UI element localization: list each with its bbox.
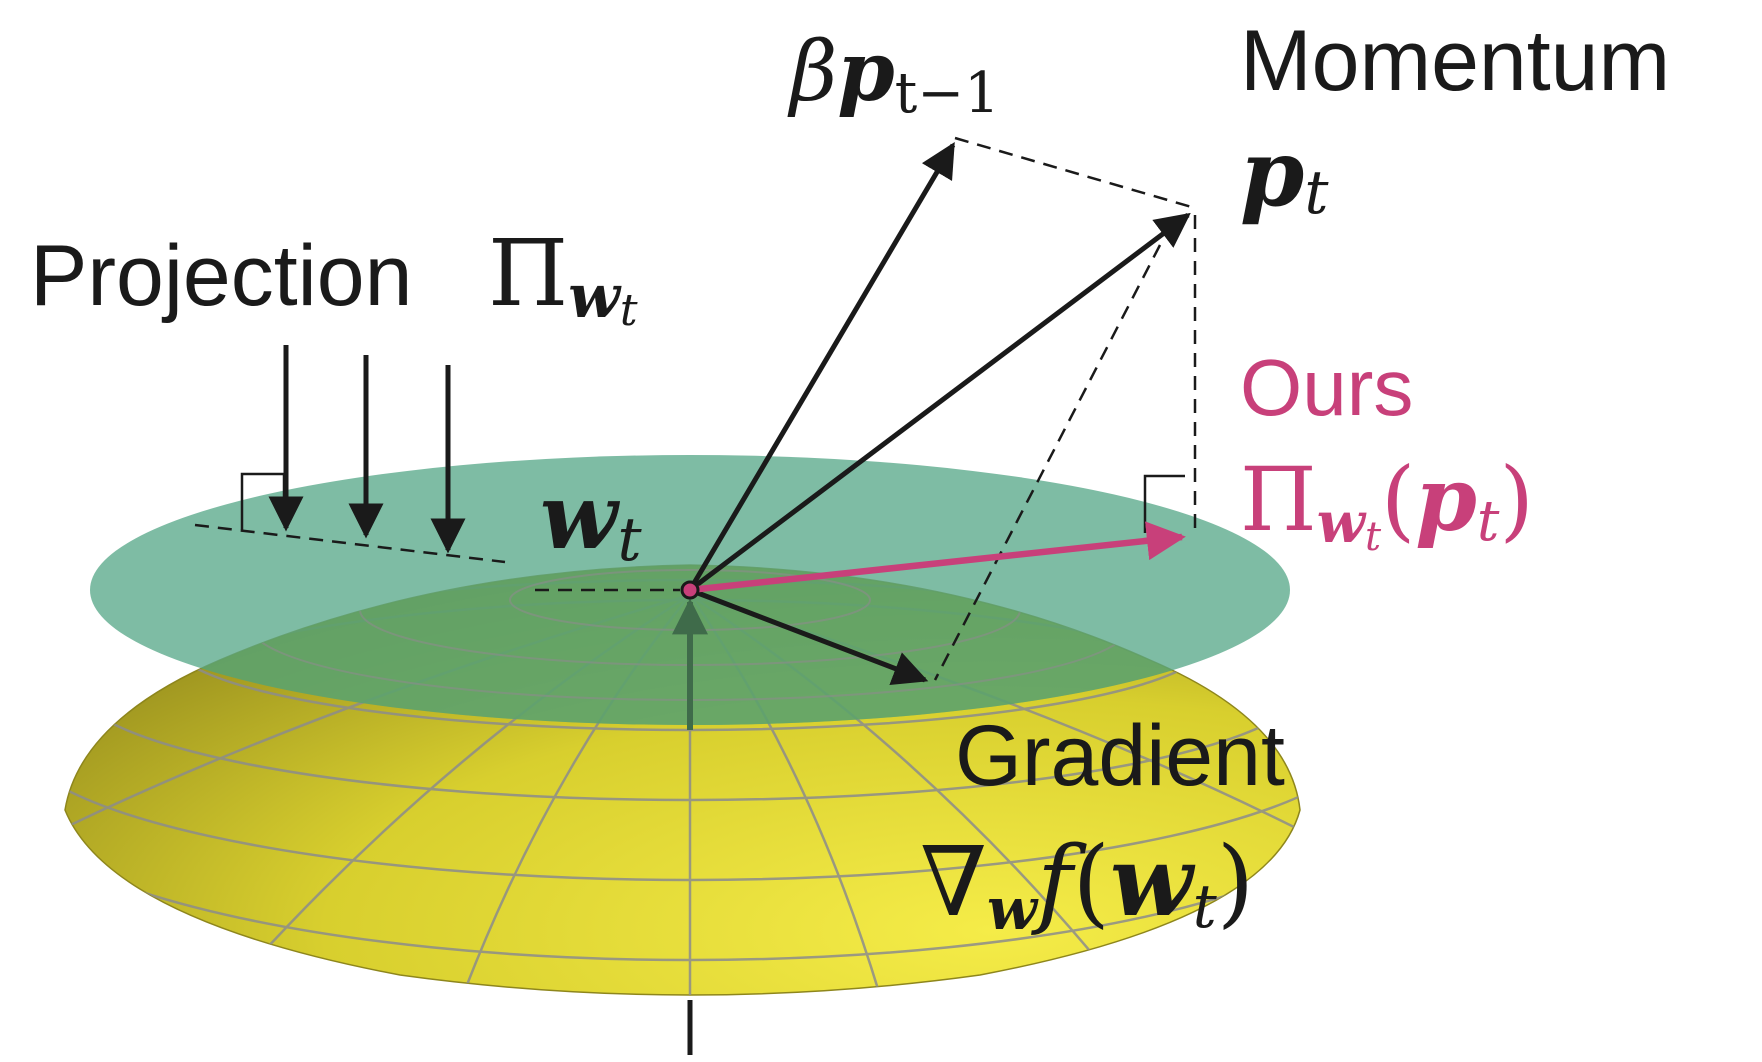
beta-p-prev-label: βpt−1 [787,24,1000,126]
gradient-label: ∇wf(wt) [920,825,1254,943]
momentum-title: Momentum [1240,13,1670,109]
gradient-arrow [689,587,929,686]
construction-lines [194,136,1197,681]
ours-label: Πwt(pt) [1240,447,1534,560]
momentum-label: pt [1240,119,1329,228]
projection-arrows [268,345,466,554]
projection-title: Projection [30,228,412,324]
ours-projected-arrow [689,521,1186,594]
vectors [687,141,1191,686]
point-w-t [680,580,700,600]
point-w-t-label: wt [540,464,642,575]
gradient-title: Gradient [955,708,1285,804]
ours-title: Ours [1240,343,1413,432]
beta-p-prev-arrow [687,141,956,592]
momentum-arrow [688,212,1191,592]
projection-operator: Πwt [488,220,638,336]
